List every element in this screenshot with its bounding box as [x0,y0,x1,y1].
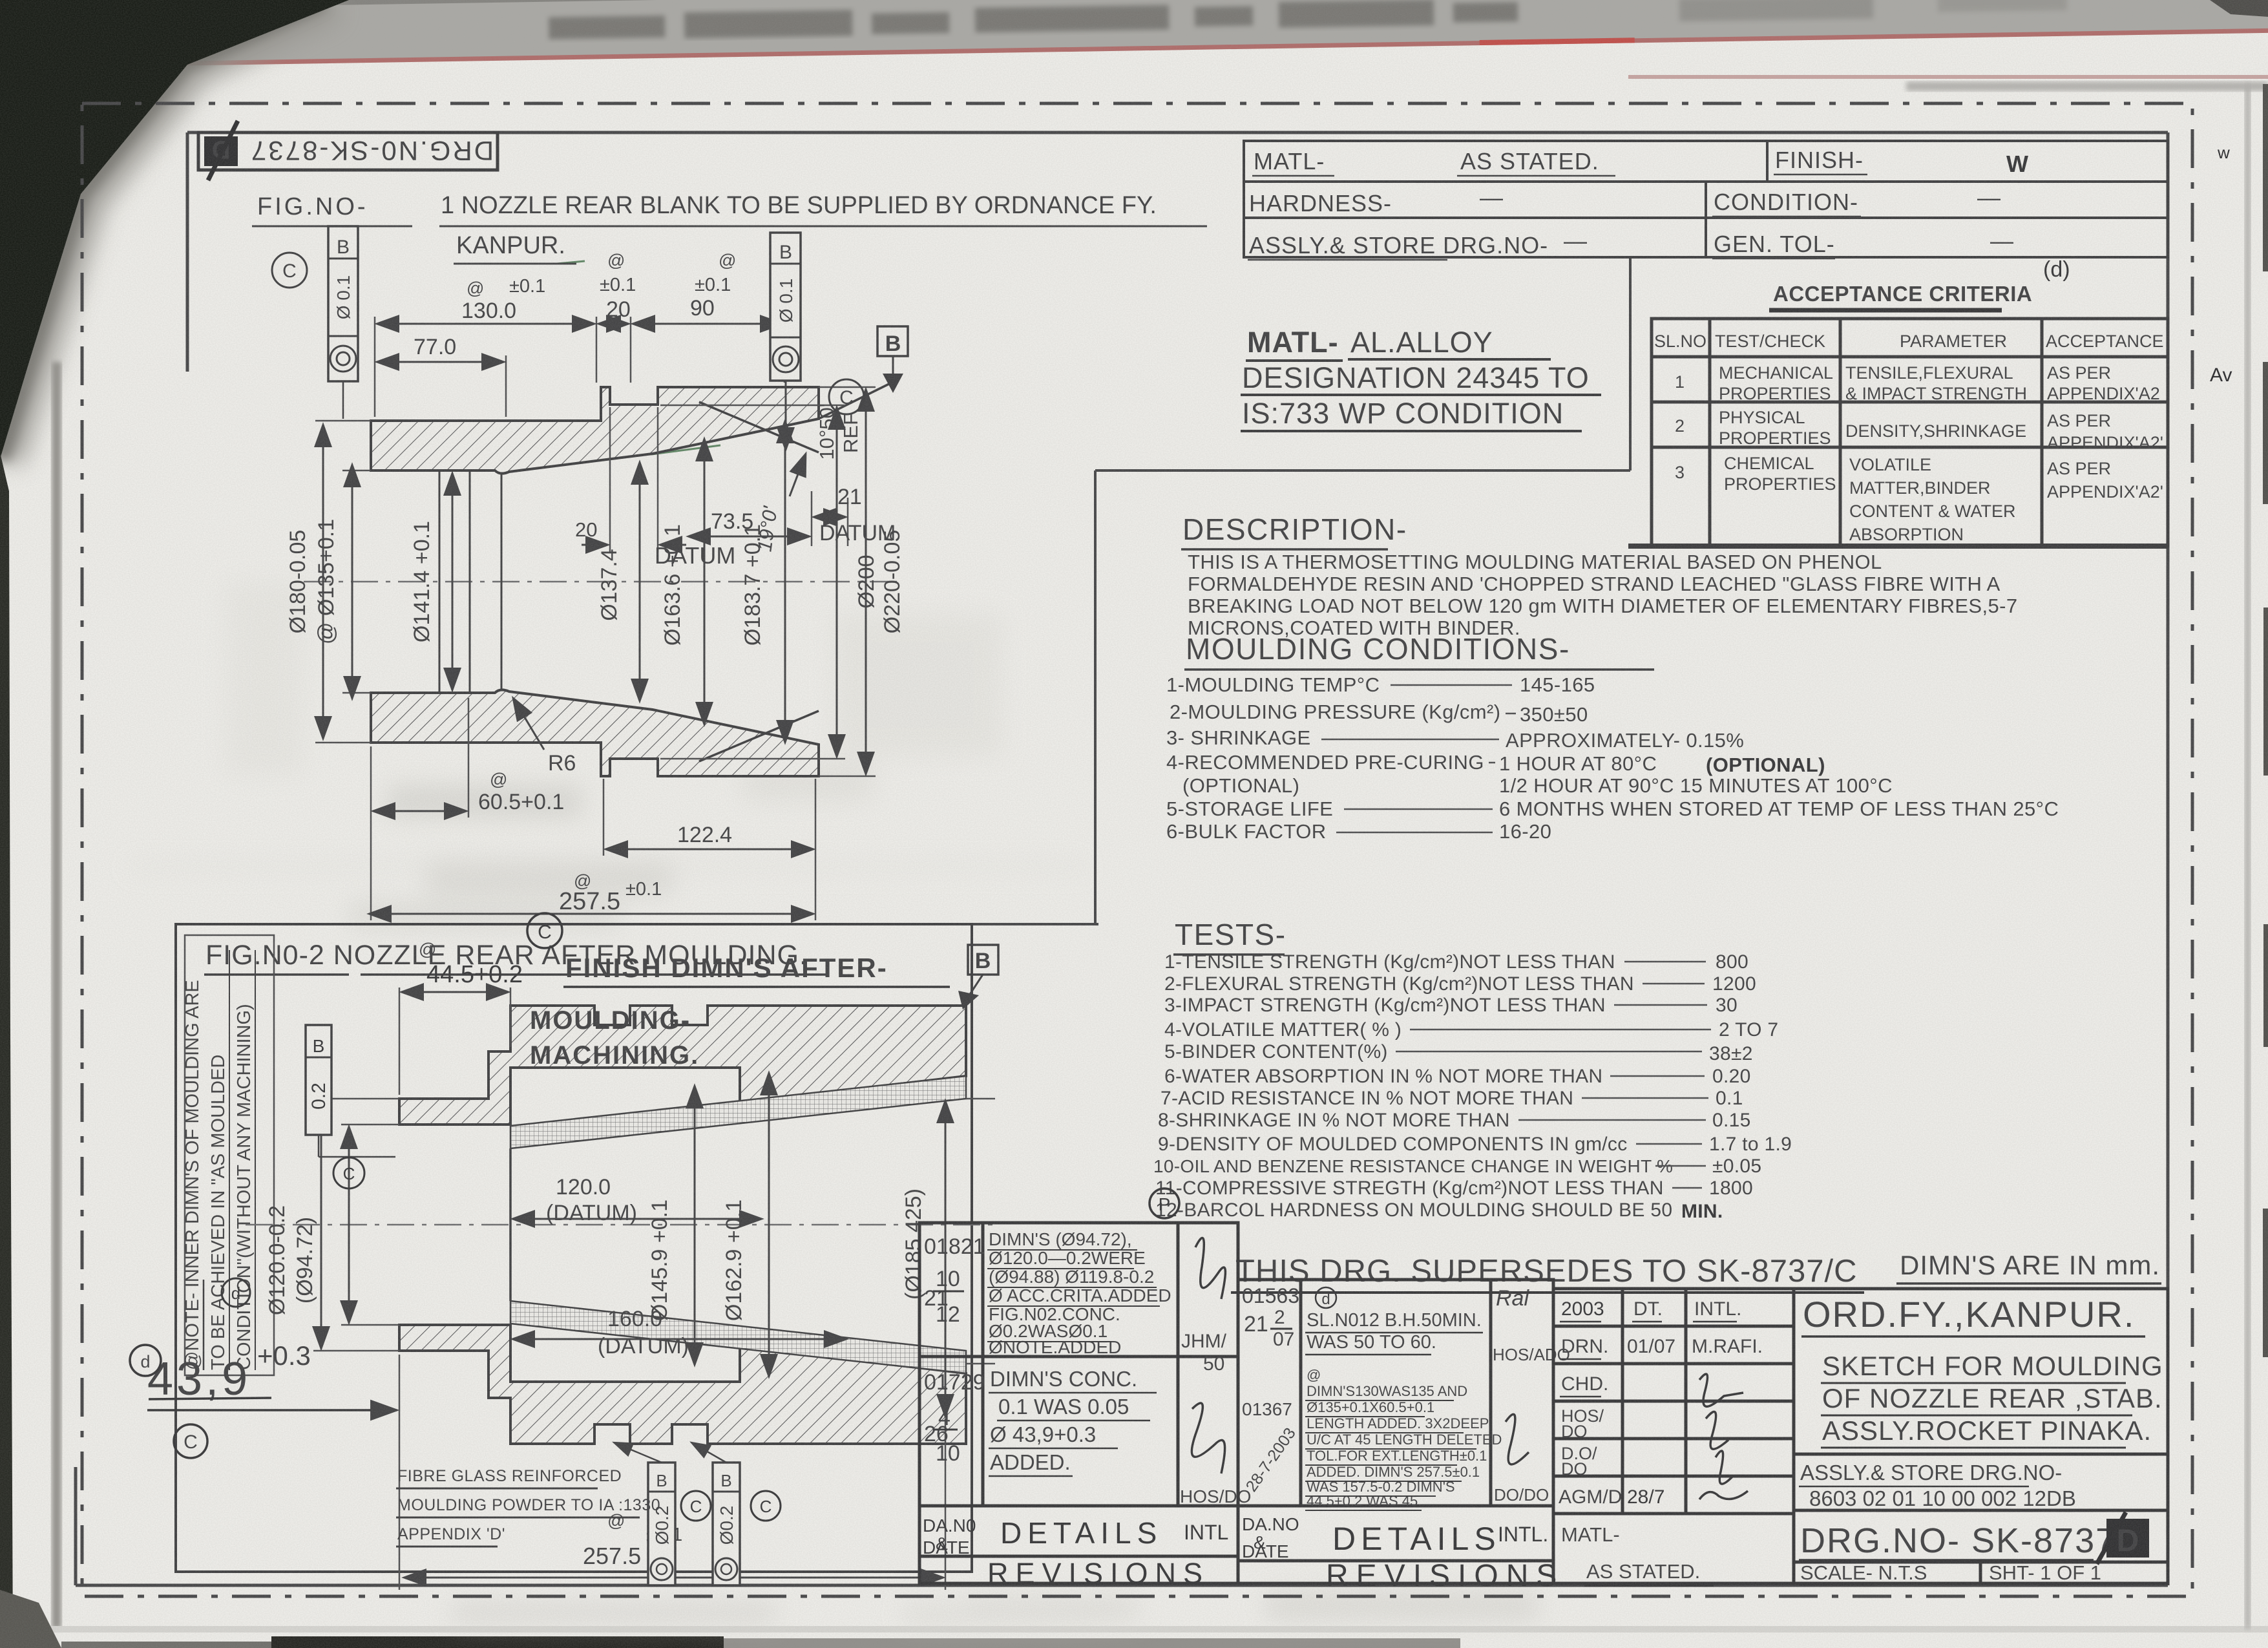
svg-text:w: w [2217,143,2230,162]
svg-text:Av: Av [2210,364,2232,386]
